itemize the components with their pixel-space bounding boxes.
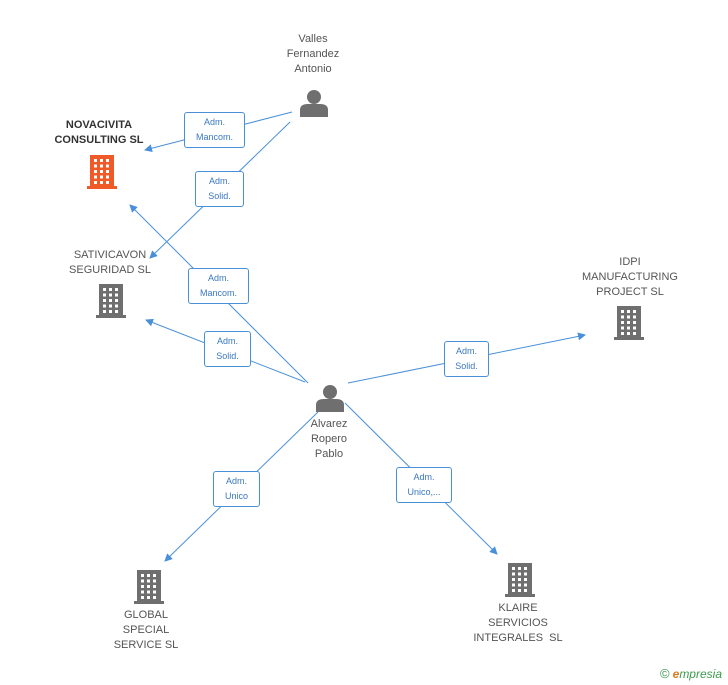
edge-label-alvarez-sativicavon[interactable]: Adm. Solid. (204, 331, 251, 367)
label-line: IDPI (619, 256, 641, 268)
label-line: Pablo (314, 448, 344, 460)
edge-label-line-1: Adm. (203, 117, 225, 127)
label-line: Alvarez (310, 418, 348, 430)
edge-label-line-1: Adm. (207, 273, 229, 283)
company-label-sativicavon[interactable]: SATIVICAVON SEGURIDAD SL (60, 248, 160, 278)
edge-label-line-1: Adm. (413, 472, 435, 482)
label-line: Valles (298, 33, 328, 45)
edge-label-line-2: Mancom. (195, 132, 233, 142)
label-line: Fernandez (286, 48, 340, 60)
label-line: Antonio (294, 63, 332, 75)
label-line: NOVACIVITA (65, 119, 133, 131)
label-line: KLAIRE (498, 602, 538, 614)
edge-label-line-1: Adm. (455, 346, 477, 356)
edge-label-line-1: Adm. (216, 336, 238, 346)
company-label-klaire[interactable]: KLAIRE SERVICIOS INTEGRALES SL (460, 601, 576, 646)
label-line: PROJECT SL (596, 286, 664, 298)
brand-name: mpresia (679, 667, 722, 681)
edge-label-line-2: Unico (224, 491, 248, 501)
copyright-icon: © (660, 666, 670, 681)
company-label-novacivita[interactable]: NOVACIVITA CONSULTING SL (44, 118, 154, 148)
label-line: MANUFACTURING (582, 271, 678, 283)
nodes (87, 90, 644, 604)
edge-label-alvarez-global[interactable]: Adm. Unico (213, 471, 260, 507)
edge-label-alvarez-novacivita[interactable]: Adm. Mancom. (188, 268, 249, 304)
label-line: SPECIAL (122, 624, 170, 636)
edge-label-valles-sativicavon[interactable]: Adm. Solid. (195, 171, 244, 207)
edge-label-line-2: Unico,... (407, 487, 441, 497)
label-line: GLOBAL (123, 609, 169, 621)
edge-label-valles-novacivita[interactable]: Adm. Mancom. (184, 112, 245, 148)
label-line: SERVICE SL (113, 639, 179, 651)
edge-label-alvarez-klaire[interactable]: Adm. Unico,... (396, 467, 452, 503)
edge-label-line-2: Solid. (208, 191, 231, 201)
building-icon-klaire[interactable] (505, 563, 535, 597)
company-label-idpi[interactable]: IDPI MANUFACTURING PROJECT SL (572, 255, 688, 300)
person-icon-alvarez[interactable] (316, 385, 344, 412)
label-line: CONSULTING SL (54, 134, 144, 146)
building-icon-sativicavon[interactable] (96, 284, 126, 318)
empresia-watermark: ©empresia (660, 666, 722, 681)
label-line: INTEGRALES SL (473, 632, 563, 644)
edge-label-line-2: Mancom. (199, 288, 237, 298)
edge-label-line-1: Adm. (225, 476, 247, 486)
label-line: SEGURIDAD SL (69, 264, 151, 276)
label-line: SERVICIOS (488, 617, 548, 629)
building-icon-global[interactable] (134, 570, 164, 604)
building-icon-novacivita[interactable] (87, 155, 117, 189)
edge-label-line-2: Solid. (216, 351, 239, 361)
person-icon-valles[interactable] (300, 90, 328, 117)
edge-label-line-2: Solid. (455, 361, 478, 371)
label-line: Ropero (310, 433, 348, 445)
edge-label-alvarez-idpi[interactable]: Adm. Solid. (444, 341, 489, 377)
label-line: SATIVICAVON (73, 249, 147, 261)
company-label-global[interactable]: GLOBAL SPECIAL SERVICE SL (96, 608, 196, 653)
building-icon-idpi[interactable] (614, 306, 644, 340)
brand-initial: e (672, 667, 680, 681)
edge-label-line-1: Adm. (208, 176, 230, 186)
